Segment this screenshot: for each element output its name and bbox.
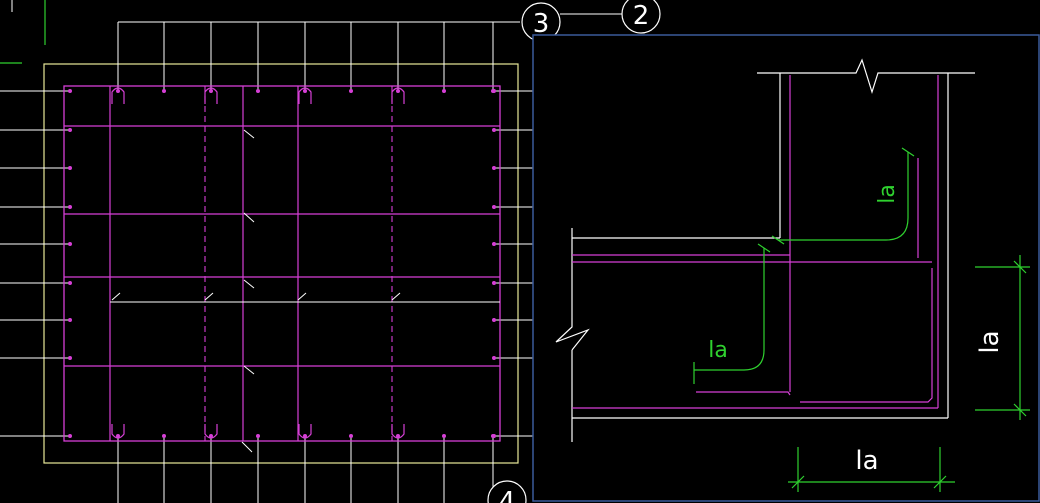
rebar-dot [256, 89, 260, 93]
rebar-outline [63, 85, 501, 442]
rebar-dot [349, 434, 353, 438]
rebar-dot [442, 434, 446, 438]
rebar-horizontal-bars [64, 125, 500, 367]
rebar-hook [391, 87, 405, 104]
rebar-dot [68, 318, 72, 322]
rebar-dot [162, 89, 166, 93]
rebar-dot [396, 89, 400, 93]
rebar-hook [298, 87, 312, 104]
rebar-dot [116, 434, 120, 438]
top-dropper-lines [117, 22, 494, 91]
rebar-dot [492, 281, 496, 285]
dimension-label-horizontal: la [855, 446, 878, 476]
rebar-dot [256, 434, 260, 438]
rebar-dot [68, 356, 72, 360]
rebar-dot [442, 89, 446, 93]
bottom-dropper-lines [117, 436, 494, 503]
left-tick-lines [0, 90, 70, 437]
rebar-dot [68, 281, 72, 285]
grid-bubble-2: 2 [621, 0, 661, 34]
detail-panel[interactable]: la la la la [532, 34, 1040, 502]
rebar-dot [68, 205, 72, 209]
rebar-dot [492, 356, 496, 360]
rebar-hook [111, 424, 125, 439]
rebar-dot [492, 205, 496, 209]
rebar-hook [391, 424, 405, 439]
rebar-hooks [111, 87, 405, 439]
detail-panel-frame [532, 34, 1040, 502]
dimension-label-upper-hook: la [875, 184, 900, 204]
rebar-hook [204, 424, 218, 439]
grid-bubble-label: 4 [499, 487, 516, 503]
rebar-dot [303, 434, 307, 438]
grid-bubble-4: 4 [487, 480, 527, 503]
slab-border [43, 63, 519, 464]
rebar-dot [492, 89, 496, 93]
rebar-dot [209, 89, 213, 93]
rebar-dot [492, 166, 496, 170]
rebar-vertical-bars [109, 86, 299, 441]
rebar-dot [492, 434, 496, 438]
detail-rebar [572, 75, 939, 409]
rebar-dot [492, 242, 496, 246]
grid-bubble-label: 3 [533, 9, 550, 39]
rebar-dot [68, 89, 72, 93]
rebar-dot [162, 434, 166, 438]
rebar-dot [349, 89, 353, 93]
right-tick-lines [496, 90, 535, 437]
rebar-dot [68, 242, 72, 246]
grid-bubble-label: 2 [633, 1, 650, 31]
rebar-dot [68, 128, 72, 132]
rebar-hook [298, 424, 312, 439]
rebar-dot [396, 434, 400, 438]
rebar-dot [303, 89, 307, 93]
detail-outline [555, 58, 975, 442]
detail-dimensions [693, 147, 1030, 492]
rebar-dot [68, 434, 72, 438]
rebar-dot [492, 128, 496, 132]
rebar-dot [209, 434, 213, 438]
plan-view: 3 2 4 [0, 0, 661, 503]
rebar-dot [492, 318, 496, 322]
rebar-hook [204, 87, 218, 104]
rebar-hook [111, 87, 125, 104]
rebar-dot [116, 89, 120, 93]
grid-bubble-3: 3 [521, 2, 561, 42]
dimension-label-lower-hook: la [708, 338, 728, 363]
dimension-label-vertical: la [975, 330, 1005, 353]
white-marks [110, 129, 500, 453]
rebar-dot [68, 166, 72, 170]
rebar-dots [68, 89, 496, 438]
rebar-dashed-bars [204, 86, 393, 441]
